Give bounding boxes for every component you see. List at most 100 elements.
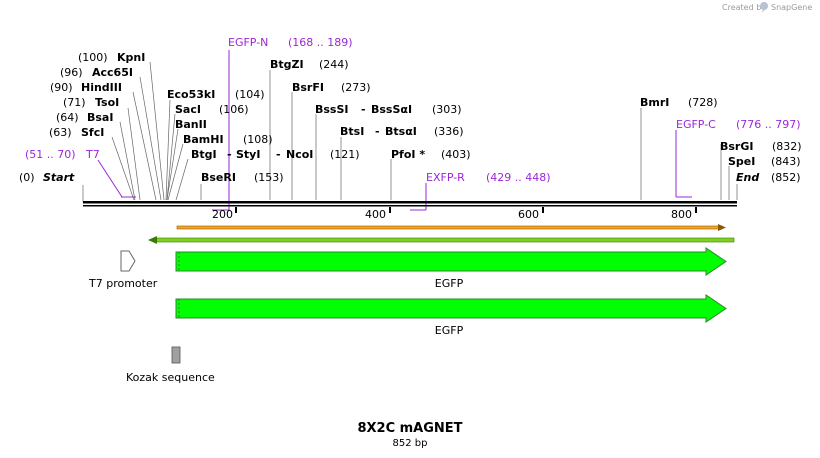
snapgene-watermark: Created by SnapGene [722, 2, 812, 12]
ruler-tick-800: 800 [671, 208, 692, 221]
primer-label-exfp-r[interactable]: EXFP-R (429 .. 448) [426, 171, 551, 184]
svg-text:(832): (832) [772, 140, 802, 153]
svg-text:(71): (71) [63, 96, 86, 109]
svg-text:BtsαI: BtsαI [385, 125, 417, 138]
egfp-label: EGFP [435, 277, 464, 290]
svg-text:T7: T7 [85, 148, 100, 161]
svg-text:SfcI: SfcI [81, 126, 104, 139]
primer-label-t7[interactable]: (51 .. 70) T7 [25, 148, 100, 161]
enzyme-label-saci[interactable]: SacI (106) [175, 103, 249, 116]
enzyme-label-bsai[interactable]: (64) BsaI [56, 111, 113, 124]
svg-text:-: - [361, 103, 366, 116]
feature-kozak-sequence[interactable]: Kozak sequence [126, 346, 215, 384]
t7-promoter-arrow-icon [120, 250, 136, 272]
enzyme-label-btgi-styi-ncoi[interactable]: BtgI - StyI - NcoI (121) [191, 148, 360, 161]
enzyme-label-end[interactable]: End (852) [736, 171, 801, 184]
feature-t7-promoter[interactable]: T7 promoter [88, 250, 158, 290]
svg-text:(303): (303) [432, 103, 462, 116]
enzyme-label-pfoi[interactable]: PfoI * (403) [391, 148, 471, 161]
svg-text:SacI: SacI [175, 103, 201, 116]
svg-text:BseRI: BseRI [201, 171, 236, 184]
svg-text:BtsI: BtsI [340, 125, 364, 138]
sequence-length: 852 bp [393, 438, 428, 449]
svg-text:(852): (852) [771, 171, 801, 184]
svg-text:-: - [276, 148, 281, 161]
snapgene-logo-icon [760, 2, 769, 10]
svg-text:(64): (64) [56, 111, 79, 124]
svg-text:(273): (273) [341, 81, 371, 94]
svg-text:(106): (106) [219, 103, 249, 116]
primer-label-egfp-c[interactable]: EGFP-C (776 .. 797) [676, 118, 801, 131]
svg-text:NcoI: NcoI [286, 148, 313, 161]
enzyme-label-bmri[interactable]: BmrI (728) [640, 96, 718, 109]
svg-text:BsrGI: BsrGI [720, 140, 753, 153]
svg-text:(100): (100) [78, 51, 108, 64]
enzyme-label-eco53ki[interactable]: Eco53kI (104) [167, 88, 265, 101]
svg-text:-: - [227, 148, 232, 161]
orf-forward [176, 224, 726, 231]
egfp-label: EGFP [435, 324, 464, 337]
enzyme-label-banii[interactable]: BanII [175, 118, 207, 131]
enzyme-label-btsi[interactable]: BtsI - BtsαI (336) [340, 125, 464, 138]
t7-promoter-label: T7 promoter [88, 277, 158, 290]
ruler-tick-600: 600 [518, 208, 539, 221]
svg-text:(429 .. 448): (429 .. 448) [486, 171, 551, 184]
svg-text:StyI: StyI [236, 148, 260, 161]
svg-text:BanII: BanII [175, 118, 207, 131]
feature-egfp-2[interactable]: EGFP [175, 294, 727, 337]
svg-text:-: - [375, 125, 380, 138]
orf-reverse [148, 236, 735, 244]
egfp-arrow [175, 247, 727, 276]
svg-text:BamHI: BamHI [183, 133, 224, 146]
watermark-text: Created by [722, 3, 766, 12]
svg-text:(63): (63) [49, 126, 72, 139]
enzyme-label-bamhi[interactable]: BamHI (108) [183, 133, 273, 146]
enzyme-label-bsrgi[interactable]: BsrGI (832) [720, 140, 802, 153]
svg-text:(104): (104) [235, 88, 265, 101]
svg-text:(108): (108) [243, 133, 273, 146]
svg-text:(168 .. 189): (168 .. 189) [288, 36, 353, 49]
ruler-tick-200: 200 [212, 208, 233, 221]
svg-text:(843): (843) [771, 155, 801, 168]
svg-text:BtgI: BtgI [191, 148, 217, 161]
enzyme-label-spei[interactable]: SpeI (843) [728, 155, 801, 168]
enzyme-label-acc65i[interactable]: (96) Acc65I [60, 66, 133, 79]
sequence-backbone [83, 201, 737, 207]
sequence-name: 8X2C mAGNET [357, 421, 462, 436]
svg-text:(403): (403) [441, 148, 471, 161]
svg-text:EGFP-C: EGFP-C [676, 118, 716, 131]
feature-egfp-1[interactable]: EGFP [175, 247, 727, 290]
enzyme-label-bsrfi[interactable]: BsrFI (273) [292, 81, 371, 94]
enzyme-label-hindiii[interactable]: (90) HindIII [50, 81, 122, 94]
enzyme-label-sfci[interactable]: (63) SfcI [49, 126, 104, 139]
sequence-title-block: 8X2C mAGNET 852 bp [357, 421, 462, 449]
enzyme-label-kpni[interactable]: (100) KpnI [78, 51, 145, 64]
svg-text:BsaI: BsaI [87, 111, 113, 124]
enzyme-label-btgzi[interactable]: BtgZI (244) [270, 58, 349, 71]
enzyme-label-bsssi[interactable]: BssSI - BssSαI (303) [315, 103, 462, 116]
svg-text:End: End [736, 171, 759, 184]
svg-text:BssSI: BssSI [315, 103, 349, 116]
svg-text:(96): (96) [60, 66, 83, 79]
svg-text:BmrI: BmrI [640, 96, 669, 109]
svg-text:(244): (244) [319, 58, 349, 71]
svg-text:Start: Start [43, 171, 75, 184]
svg-text:(0): (0) [19, 171, 35, 184]
svg-text:(90): (90) [50, 81, 73, 94]
svg-text:(776 .. 797): (776 .. 797) [736, 118, 801, 131]
primer-label-egfp-n[interactable]: EGFP-N (168 .. 189) [228, 36, 353, 49]
svg-text:(728): (728) [688, 96, 718, 109]
watermark-brand: SnapGene [771, 3, 812, 12]
enzyme-label-bseri[interactable]: BseRI (153) [201, 171, 284, 184]
svg-text:KpnI: KpnI [117, 51, 145, 64]
kozak-label: Kozak sequence [126, 371, 215, 384]
enzyme-label-tsoi[interactable]: (71) TsoI [63, 96, 119, 109]
ruler: 200 400 600 800 [212, 207, 697, 221]
svg-text:HindIII: HindIII [81, 81, 122, 94]
svg-text:Acc65I: Acc65I [92, 66, 133, 79]
svg-text:BtgZI: BtgZI [270, 58, 304, 71]
svg-text:(336): (336) [434, 125, 464, 138]
svg-text:Eco53kI: Eco53kI [167, 88, 215, 101]
enzyme-label-start[interactable]: (0) Start [19, 171, 75, 184]
